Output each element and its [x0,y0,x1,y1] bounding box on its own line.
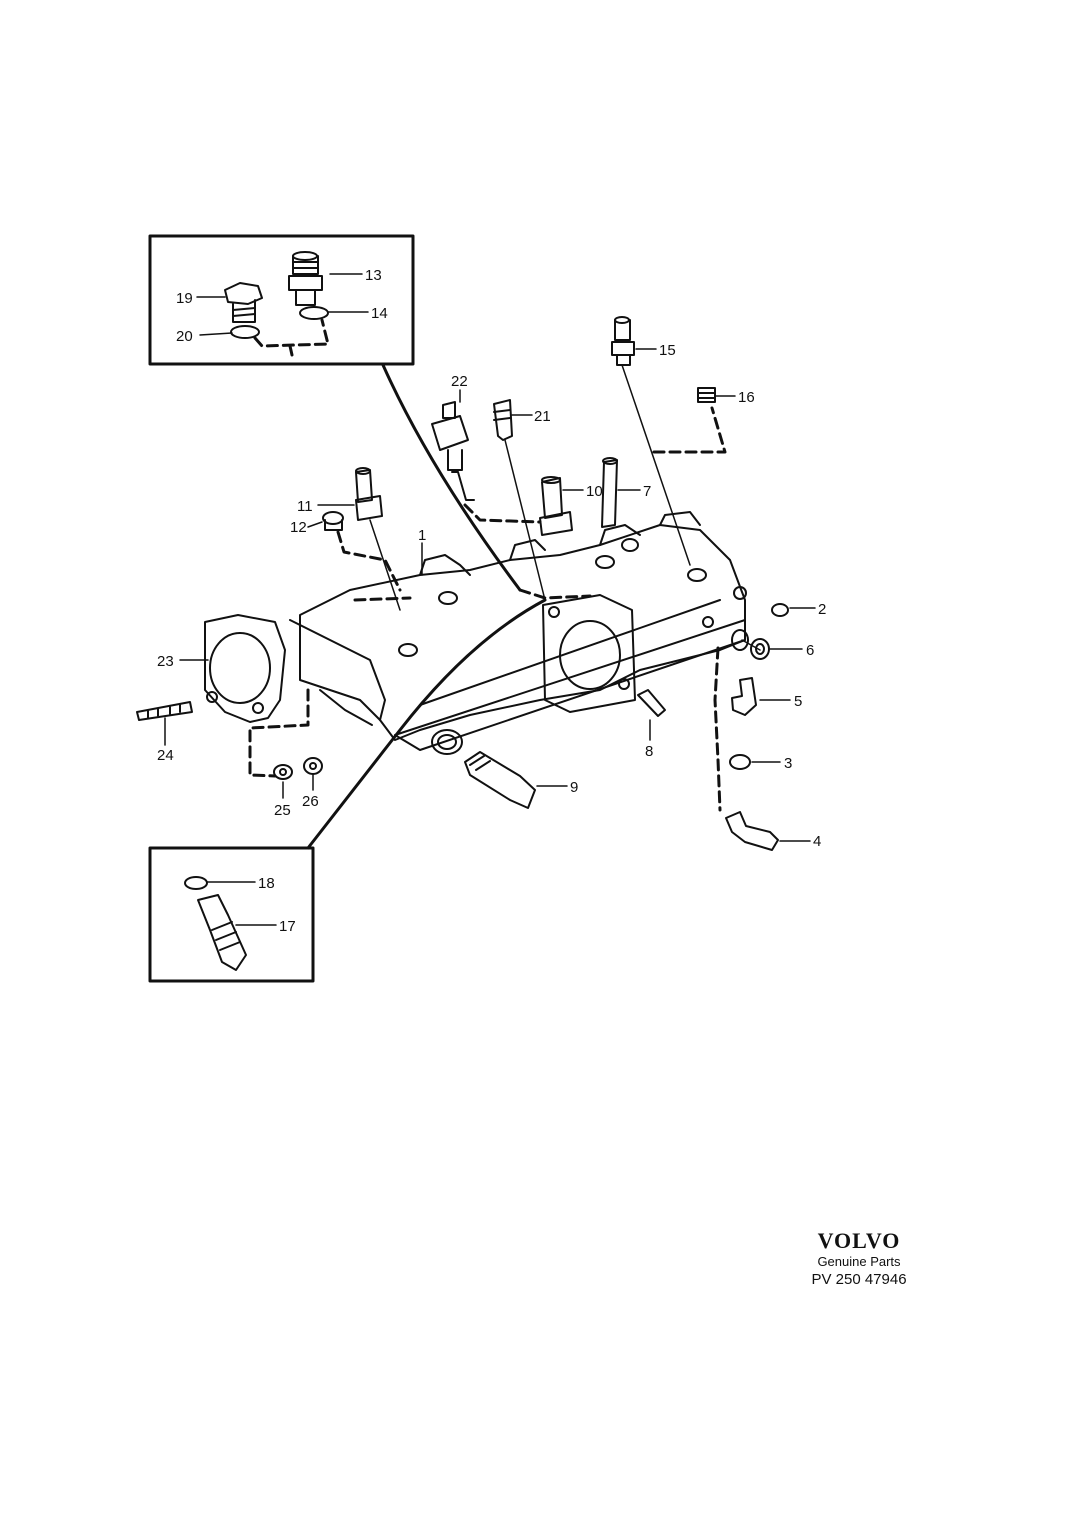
callout-19: 19 [176,290,193,307]
callout-leaders [164,273,816,926]
callout-21: 21 [534,408,551,425]
callout-16: 16 [738,389,755,406]
callout-18: 18 [258,875,275,892]
plug-19 [224,282,263,323]
callout-24: 24 [157,747,174,764]
plug-16 [697,387,716,403]
nipple-9 [464,751,536,809]
callout-13: 13 [365,267,382,284]
sensor-22 [431,401,475,501]
plug-12 [322,511,344,531]
callout-25: 25 [274,802,291,819]
callout-4: 4 [813,833,821,850]
nipple-4 [725,811,779,851]
plug-2 [771,603,789,617]
brand-subtitle: Genuine Parts [817,1254,901,1269]
callout-12: 12 [290,519,307,536]
callout-7: 7 [643,483,651,500]
callout-1: 1 [418,527,426,544]
plug-21 [493,399,513,441]
callout-17: 17 [279,918,296,935]
callout-6: 6 [806,642,814,659]
callout-10: 10 [586,483,603,500]
inset-box-bottom [148,846,315,983]
elbow-5 [731,677,757,716]
callout-11: 11 [297,498,313,515]
callout-23: 23 [157,653,174,670]
callout-26: 26 [302,793,319,810]
gasket [204,614,286,723]
stud-24 [136,701,193,721]
callout-5: 5 [794,693,802,710]
washer-6 [750,638,770,660]
brand-logo: VOLVO [817,1228,901,1253]
part-code: PV 250 47946 [811,1271,907,1288]
callout-14: 14 [371,305,388,322]
callout-9: 9 [570,779,578,796]
union-13 [288,251,323,306]
inset-box-top [148,234,415,366]
assembly-lines [248,318,727,812]
axis-lines [369,364,761,651]
sensor-17 [197,894,247,971]
inset-leader-bottom [306,598,547,850]
washer-14 [299,306,329,320]
union-10 [539,476,573,536]
pin-7 [601,457,618,528]
plug-3 [729,754,751,770]
callout-20: 20 [176,328,193,345]
manifold [289,511,749,755]
nut-26 [303,757,323,775]
brand-block: VOLVO Genuine Parts PV 250 47946 [800,1228,918,1290]
callout-8: 8 [645,743,653,760]
union-11 [355,467,383,521]
stud-8 [637,689,666,717]
inset-leader-top [381,363,522,592]
union-15 [611,316,635,366]
callout-2: 2 [818,601,826,618]
washer-18 [184,876,208,890]
callout-15: 15 [659,342,676,359]
washer-20 [230,325,260,339]
callout-3: 3 [784,755,792,772]
washer-25 [273,764,293,780]
callout-22: 22 [451,373,468,390]
